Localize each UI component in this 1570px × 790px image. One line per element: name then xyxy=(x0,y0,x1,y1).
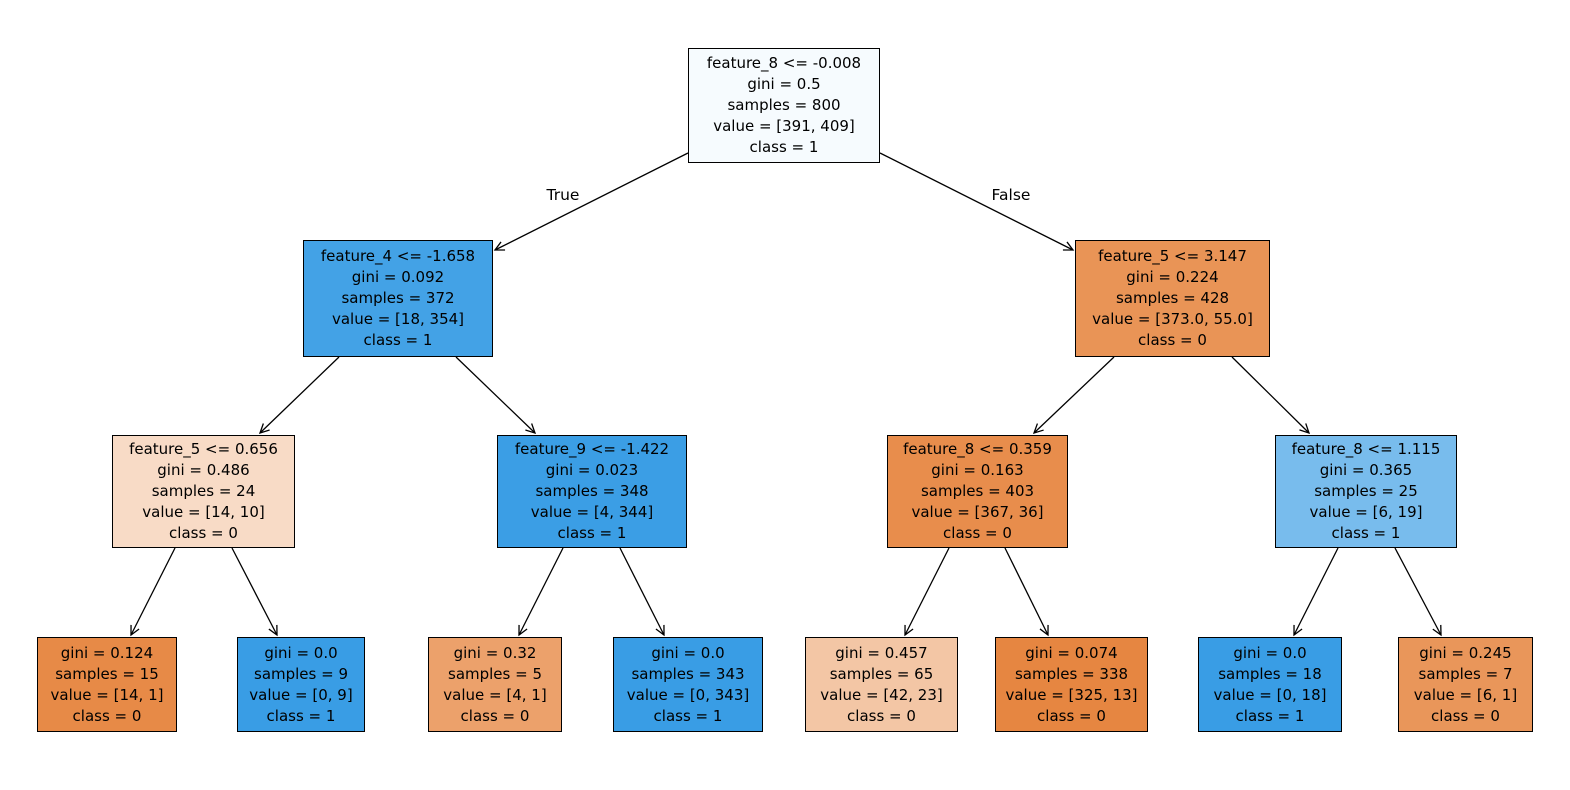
node-value: value = [373.0, 55.0] xyxy=(1092,310,1253,328)
tree-leaf-6: gini = 0.074 samples = 338 value = [325,… xyxy=(995,637,1148,732)
node-value: value = [14, 10] xyxy=(142,503,265,521)
node-samples: samples = 428 xyxy=(1115,289,1230,307)
node-class: class = 1 xyxy=(749,138,819,156)
edge-node-rr-to-leaf-7 xyxy=(1293,547,1339,637)
edge-node-ll-to-leaf-1 xyxy=(130,547,176,637)
node-samples: samples = 24 xyxy=(151,482,256,500)
tree-node-rr: feature_8 <= 1.115 gini = 0.365 samples … xyxy=(1275,435,1457,548)
tree-leaf-1: gini = 0.124 samples = 15 value = [14, 1… xyxy=(37,637,177,732)
node-gini: gini = 0.5 xyxy=(747,75,821,93)
tree-leaf-3: gini = 0.32 samples = 5 value = [4, 1] c… xyxy=(428,637,562,732)
node-value: value = [14, 1] xyxy=(50,685,164,704)
node-value: value = [6, 1] xyxy=(1413,685,1518,704)
node-value: value = [0, 18] xyxy=(1213,685,1327,704)
node-samples: samples = 800 xyxy=(727,96,841,114)
node-class: class = 0 xyxy=(460,706,530,725)
node-class: class = 0 xyxy=(847,706,916,725)
node-gini: gini = 0.224 xyxy=(1126,268,1219,286)
node-value: value = [0, 9] xyxy=(249,685,353,704)
node-gini: gini = 0.32 xyxy=(453,643,537,662)
edge-node-l-to-node-lr xyxy=(455,356,537,435)
tree-node-ll: feature_5 <= 0.656 gini = 0.486 samples … xyxy=(112,435,295,548)
edge-node-r-to-node-rl xyxy=(1032,356,1115,435)
edge-root-to-node-l xyxy=(493,152,689,251)
tree-leaf-4: gini = 0.0 samples = 343 value = [0, 343… xyxy=(613,637,763,732)
node-condition: feature_8 <= 0.359 xyxy=(903,440,1052,458)
node-value: value = [42, 23] xyxy=(820,685,943,704)
node-class: class = 1 xyxy=(653,706,723,725)
node-value: value = [325, 13] xyxy=(1005,685,1138,704)
node-class: class = 0 xyxy=(169,524,238,542)
tree-leaf-2: gini = 0.0 samples = 9 value = [0, 9] cl… xyxy=(237,637,365,732)
tree-leaf-8: gini = 0.245 samples = 7 value = [6, 1] … xyxy=(1398,637,1533,732)
node-samples: samples = 65 xyxy=(829,664,934,683)
tree-node-lr: feature_9 <= -1.422 gini = 0.023 samples… xyxy=(497,435,687,548)
node-value: value = [391, 409] xyxy=(713,117,855,135)
node-gini: gini = 0.0 xyxy=(1233,643,1307,662)
edge-node-rr-to-leaf-8 xyxy=(1394,547,1442,637)
edge-label-true: True xyxy=(546,186,580,204)
edge-node-r-to-node-rr xyxy=(1231,356,1311,435)
node-samples: samples = 18 xyxy=(1218,664,1322,683)
node-samples: samples = 5 xyxy=(448,664,542,683)
edge-node-l-to-node-ll xyxy=(258,356,340,435)
tree-node-rl: feature_8 <= 0.359 gini = 0.163 samples … xyxy=(887,435,1068,548)
edge-node-lr-to-leaf-4 xyxy=(619,547,665,637)
node-class: class = 1 xyxy=(363,331,433,349)
node-condition: feature_5 <= 0.656 xyxy=(129,440,278,458)
node-class: class = 0 xyxy=(72,706,142,725)
node-class: class = 0 xyxy=(1138,331,1207,349)
node-class: class = 1 xyxy=(1331,524,1401,542)
tree-node-root: feature_8 <= -0.008 gini = 0.5 samples =… xyxy=(688,48,880,163)
node-condition: feature_4 <= -1.658 xyxy=(320,247,476,265)
edge-node-rl-to-leaf-5 xyxy=(904,547,950,637)
edge-root-to-node-r xyxy=(879,152,1075,251)
node-value: value = [367, 36] xyxy=(911,503,1044,521)
node-gini: gini = 0.163 xyxy=(931,461,1024,479)
tree-node-r: feature_5 <= 3.147 gini = 0.224 samples … xyxy=(1075,240,1270,357)
node-gini: gini = 0.245 xyxy=(1419,643,1512,662)
tree-leaf-7: gini = 0.0 samples = 18 value = [0, 18] … xyxy=(1198,637,1342,732)
node-samples: samples = 343 xyxy=(631,664,745,683)
node-gini: gini = 0.092 xyxy=(351,268,445,286)
edge-node-rl-to-leaf-6 xyxy=(1004,547,1049,637)
node-gini: gini = 0.023 xyxy=(545,461,639,479)
tree-node-l: feature_4 <= -1.658 gini = 0.092 samples… xyxy=(303,240,493,357)
node-value: value = [6, 19] xyxy=(1309,503,1423,521)
node-class: class = 1 xyxy=(1235,706,1305,725)
node-gini: gini = 0.0 xyxy=(264,643,338,662)
node-gini: gini = 0.074 xyxy=(1025,643,1118,662)
edge-label-false: False xyxy=(991,186,1031,204)
node-samples: samples = 403 xyxy=(920,482,1035,500)
node-condition: feature_5 <= 3.147 xyxy=(1098,247,1247,265)
node-class: class = 1 xyxy=(266,706,336,725)
node-gini: gini = 0.0 xyxy=(651,643,725,662)
node-samples: samples = 9 xyxy=(254,664,348,683)
edge-node-ll-to-leaf-2 xyxy=(231,547,278,637)
node-value: value = [18, 354] xyxy=(331,310,465,328)
node-samples: samples = 338 xyxy=(1014,664,1129,683)
node-gini: gini = 0.486 xyxy=(157,461,250,479)
node-class: class = 0 xyxy=(943,524,1012,542)
node-gini: gini = 0.365 xyxy=(1319,461,1413,479)
node-gini: gini = 0.457 xyxy=(835,643,928,662)
edge-node-lr-to-leaf-3 xyxy=(518,547,564,637)
node-condition: feature_8 <= -0.008 xyxy=(706,54,862,72)
node-value: value = [4, 344] xyxy=(530,503,654,521)
node-value: value = [4, 1] xyxy=(443,685,547,704)
node-value: value = [0, 343] xyxy=(626,685,750,704)
node-samples: samples = 372 xyxy=(341,289,455,307)
node-samples: samples = 348 xyxy=(535,482,649,500)
node-class: class = 0 xyxy=(1431,706,1500,725)
tree-leaf-5: gini = 0.457 samples = 65 value = [42, 2… xyxy=(805,637,958,732)
node-samples: samples = 25 xyxy=(1314,482,1418,500)
node-gini: gini = 0.124 xyxy=(60,643,154,662)
node-class: class = 1 xyxy=(557,524,627,542)
node-class: class = 0 xyxy=(1037,706,1106,725)
node-samples: samples = 7 xyxy=(1418,664,1513,683)
node-samples: samples = 15 xyxy=(55,664,159,683)
node-condition: feature_8 <= 1.115 xyxy=(1291,440,1441,458)
node-condition: feature_9 <= -1.422 xyxy=(514,440,670,458)
